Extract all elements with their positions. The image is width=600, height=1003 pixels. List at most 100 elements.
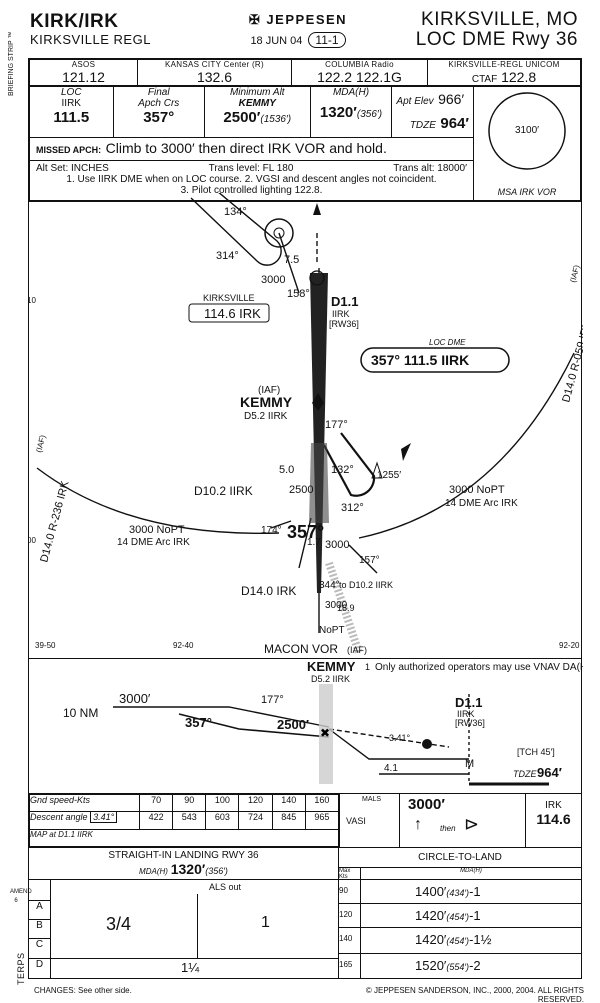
svg-text:10 NM: 10 NM xyxy=(63,706,98,720)
svg-text:314°: 314° xyxy=(216,250,239,262)
center-freq: 132.6 xyxy=(196,69,233,85)
svg-text:14 DME Arc IRK: 14 DME Arc IRK xyxy=(445,498,518,509)
kemmy-fix-icon xyxy=(312,393,324,411)
circle-row-c: 140 1420′(454′)-1½ xyxy=(339,928,581,954)
svg-text:344°: 344° xyxy=(319,580,340,591)
svg-text:(IAF): (IAF) xyxy=(258,385,280,396)
svg-text:D14.0 R-236 IRK: D14.0 R-236 IRK xyxy=(38,479,71,564)
svg-text:Only authorized operators may: Only authorized operators may use VNAV D… xyxy=(375,662,583,673)
localizer-course xyxy=(310,273,328,593)
straight-in-minimums: STRAIGHT-IN LANDING RWY 36 MDA(H) 1320′(… xyxy=(29,848,339,978)
svg-text:174°: 174° xyxy=(261,525,282,536)
svg-text:4.1: 4.1 xyxy=(384,763,398,774)
svg-text:312°: 312° xyxy=(341,502,364,514)
svg-text:D1.1: D1.1 xyxy=(455,695,482,710)
svg-text:IIRK: IIRK xyxy=(332,309,350,319)
svg-text:1.7: 1.7 xyxy=(307,537,321,548)
missed-arrow-icon xyxy=(313,203,321,215)
svg-text:7.5: 7.5 xyxy=(284,254,299,266)
svg-text:3.41°: 3.41° xyxy=(389,733,411,743)
vor-irk-icon xyxy=(264,218,294,248)
macon-vor-label: MACON VOR xyxy=(264,642,338,656)
arc-left xyxy=(36,467,280,535)
msa-circle xyxy=(488,92,566,170)
svg-text:92-20: 92-20 xyxy=(559,641,580,650)
chart-header-left: KIRK/IRK KIRKSVILLE REGL xyxy=(30,11,151,48)
svg-text:D5.2 IIRK: D5.2 IIRK xyxy=(311,674,350,684)
svg-text:16.9: 16.9 xyxy=(337,603,355,613)
svg-text:KIRKSVILLE: KIRKSVILLE xyxy=(203,293,255,303)
svg-text:3000 NoPT: 3000 NoPT xyxy=(449,484,505,496)
svg-text:NoPT: NoPT xyxy=(319,625,345,636)
circle-row-d: 165 1520′(554′)-2 xyxy=(339,954,581,978)
svg-text:(IAF): (IAF) xyxy=(568,264,581,284)
svg-text:TDZE: TDZE xyxy=(513,769,537,779)
svg-text:D1.1: D1.1 xyxy=(331,294,358,309)
svg-text:to D10.2 IIRK: to D10.2 IIRK xyxy=(339,580,393,590)
changes-note: CHANGES: See other side. xyxy=(34,986,132,995)
svg-text:177°: 177° xyxy=(261,694,284,706)
svg-text:(IAF): (IAF) xyxy=(347,645,367,655)
vis-ab-als-out: 1 xyxy=(261,914,270,931)
ctaf-freq: CTAF 122.8 xyxy=(471,69,537,85)
runway-threshold-icon xyxy=(309,270,325,286)
final-course-label: 357° xyxy=(287,522,324,542)
climb-arrow-icon: ↑ xyxy=(414,816,422,833)
svg-text:157°: 157° xyxy=(359,555,380,566)
circle-row-b: 120 1420′(454′)-1 xyxy=(339,904,581,928)
missed-approach-icons: 3000′ ↑ then ⊳ xyxy=(399,794,525,847)
asos-freq: 121.12 xyxy=(62,69,105,85)
airport-name: KIRKSVILLE REGL xyxy=(30,32,151,47)
terps-label: TERPS xyxy=(16,952,26,985)
svg-text:3000: 3000 xyxy=(325,539,349,551)
svg-text:[TCH 45′]: [TCH 45′] xyxy=(517,747,555,757)
svg-text:M: M xyxy=(465,758,474,770)
jeppesen-logo: ✠ JEPPESEN xyxy=(248,12,348,27)
svg-text:3000 NoPT: 3000 NoPT xyxy=(129,524,185,536)
svg-text:158°: 158° xyxy=(287,288,310,300)
minimum-altitude: 2500′(1536′) xyxy=(223,109,292,126)
svg-text:00: 00 xyxy=(29,536,36,545)
missed-approach-text: Climb to 3000′ then direct IRK VOR and h… xyxy=(105,140,387,156)
svg-text:39-50: 39-50 xyxy=(35,641,56,650)
copyright: © JEPPESEN SANDERSON, INC., 2000, 2004. … xyxy=(365,986,584,1003)
svg-text:IIRK: IIRK xyxy=(457,709,475,719)
amend-label: AMEND 6 xyxy=(10,889,32,904)
lighting-box: MALS VASI xyxy=(339,794,399,847)
chart-date: 18 JUN 04 xyxy=(250,35,303,47)
jeppesen-header: ✠ JEPPESEN 18 JUN 04 11-1 xyxy=(228,12,368,48)
svg-text:14 DME Arc IRK: 14 DME Arc IRK xyxy=(117,537,190,548)
svg-text:357°: 357° xyxy=(185,715,212,730)
svg-text:3000′: 3000′ xyxy=(119,691,151,706)
vis-cd-value: 1¼ xyxy=(181,960,200,975)
svg-text:2500′: 2500′ xyxy=(277,717,309,732)
svg-text:(IAF): (IAF) xyxy=(34,434,47,454)
svg-text:134°: 134° xyxy=(224,206,247,218)
svg-text:3000: 3000 xyxy=(261,274,285,286)
chart-header-right: KIRKSVILLE, MO LOC DME Rwy 36 xyxy=(416,10,578,50)
procedure-name: LOC DME Rwy 36 xyxy=(415,29,578,50)
hold-direct-icon: ⊳ xyxy=(464,814,480,834)
briefing-strip-label: BRIEFING STRIP ™ xyxy=(8,31,15,96)
loc-freq: 111.5 xyxy=(53,109,90,126)
svg-text:D5.2 IIRK: D5.2 IIRK xyxy=(244,411,288,422)
svg-text:LOC DME: LOC DME xyxy=(429,338,466,347)
svg-text:KEMMY: KEMMY xyxy=(307,659,356,674)
chart-page: 11-1 xyxy=(308,32,346,48)
svg-text:D14.0 R-059 IRK: D14.0 R-059 IRK xyxy=(560,319,583,404)
obstacle-icon xyxy=(371,461,383,479)
final-course: 357° xyxy=(143,109,175,126)
svg-text:5.0: 5.0 xyxy=(279,464,294,476)
city-name: KIRKSVILLE, MO xyxy=(421,9,578,30)
airport-ident: KIRK/IRK xyxy=(30,11,119,32)
svg-text:[RW36]: [RW36] xyxy=(329,319,359,329)
plan-view: 134° 314° 3000 7.5 158° KIRKSVILLE 114.6… xyxy=(27,190,594,658)
circle-row-a: 90 1400′(434′)-1 xyxy=(339,880,581,904)
svg-text:10: 10 xyxy=(29,296,36,305)
arc-right xyxy=(358,352,575,539)
